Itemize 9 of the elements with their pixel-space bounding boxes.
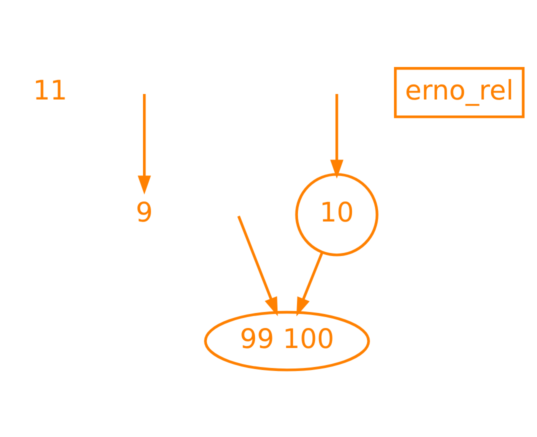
node-text: 9 bbox=[136, 196, 153, 228]
node-circle: 10 bbox=[295, 172, 378, 256]
arrow bbox=[237, 215, 278, 316]
node-text: 11 bbox=[33, 74, 68, 106]
node-box: erno_rel bbox=[394, 66, 525, 118]
arrow bbox=[138, 94, 151, 194]
arrow bbox=[330, 94, 344, 178]
arrow bbox=[296, 251, 324, 316]
node-ellipse: 99 100 bbox=[204, 310, 370, 371]
